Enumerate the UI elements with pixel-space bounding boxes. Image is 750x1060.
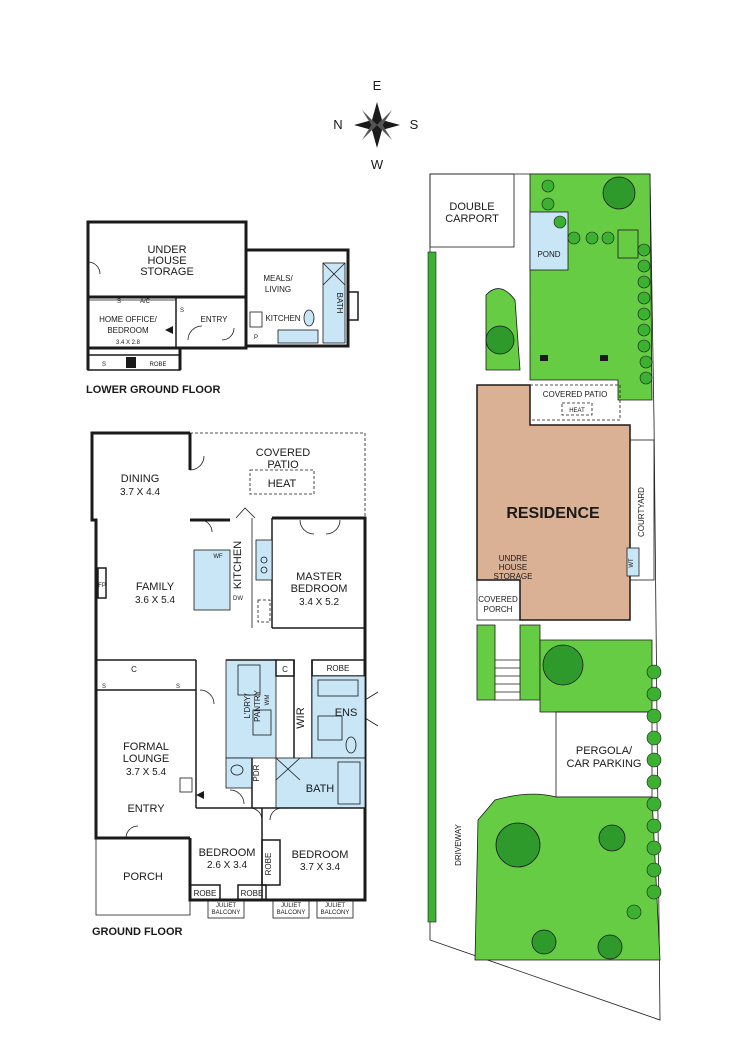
lower-s-label-2: S [180,308,184,314]
juliet-balcony-2-label-2: BALCONY [277,910,306,916]
juliet-balcony-1-label-1: JULIET [216,903,236,909]
courtyard-label: COURTYARD [637,487,646,537]
ground-bath-label: BATH [306,783,335,795]
lower-kitchen-label: KITCHEN [265,314,300,323]
ground-heat-label: HEAT [268,478,297,490]
laundry-pantry-label-1: L'DRY/ [243,693,252,719]
home-office-label-2: BEDROOM [107,326,149,335]
family-dimensions: 3.6 X 5.4 [135,595,175,606]
double-carport-label-2: CARPORT [445,213,499,225]
bedroom-3-dimensions: 3.7 X 3.4 [300,862,340,873]
compass-south: S [410,117,419,132]
under-house-storage-label-2: HOUSE [147,255,186,267]
wt-label: WT [629,558,635,568]
undre-house-storage-label-2: HOUSE [499,563,527,572]
bedroom-2-label: BEDROOM [199,847,256,859]
lower-s-label-3: S [102,362,106,368]
wir-label: WIR [295,707,307,728]
dining-dimensions: 3.7 X 4.4 [120,487,160,498]
driveway-label: DRIVEWAY [454,823,463,865]
ensuite-label: ENS [335,707,358,719]
lower-p-label: P [254,335,258,341]
master-bedroom-dimensions: 3.4 X 5.2 [299,597,339,608]
site-heat-label: HEAT [569,408,585,414]
lower-ground-floor-title: LOWER GROUND FLOOR [86,384,220,396]
bedroom-3-robe-label: ROBE [264,853,273,876]
meals-living-label-2: LIVING [265,285,291,294]
lower-robe-label: ROBE [149,362,166,368]
bedroom-2-robe-label: ROBE [194,889,217,898]
undre-house-storage-label-3: STORAGE [494,572,533,581]
powder-room-label: PDR [252,764,261,781]
juliet-balcony-3-label-1: JULIET [325,903,345,909]
covered-porch-label-2: PORCH [484,605,513,614]
compass-east: E [373,78,382,93]
lower-ground-floor-plan: UNDER HOUSE STORAGE MEALS/ LIVING BATH K… [86,220,359,396]
laundry-pantry-label-2: PANTRY [253,689,262,721]
dining-label: DINING [121,473,160,485]
formal-lounge-label-1: FORMAL [123,741,169,753]
undre-house-storage-label-1: UNDRE [499,554,527,563]
pond-label: POND [537,250,560,259]
ground-c-label-1: C [131,665,137,674]
covered-porch-label-1: COVERED [478,595,518,604]
site-plan: DOUBLE CARPORT POND COVERED PATIO HEAT R… [427,173,662,1021]
formal-lounge-label-2: LOUNGE [123,753,169,765]
lower-s-label-1: S [117,299,121,305]
juliet-balcony-1-label-2: BALCONY [212,910,241,916]
ground-s-label-1: S [102,684,106,690]
ground-c-label-2: C [282,665,288,674]
ground-floor-title: GROUND FLOOR [92,926,182,938]
covered-patio-label-2: PATIO [267,459,299,471]
bedroom-2-dimensions: 2.6 X 3.4 [207,860,247,871]
home-office-label-1: HOME OFFICE/ [99,315,158,324]
family-label: FAMILY [136,581,175,593]
meals-living-label-1: MEALS/ [263,274,293,283]
residence-label: RESIDENCE [506,505,600,522]
compass-north: N [333,117,342,132]
under-house-storage-label-1: UNDER [147,244,186,256]
pergola-label-1: PERGOLA/ [576,745,633,757]
ground-floor-plan: COVERED PATIO HEAT DINING 3.7 X 4.4 KITC… [90,431,379,938]
master-bedroom-label-2: BEDROOM [291,583,348,595]
ground-entry-label: ENTRY [127,803,165,815]
lower-entry-label: ENTRY [201,315,229,324]
ground-s-label-2: S [176,684,180,690]
juliet-balcony-3-label-2: BALCONY [321,910,350,916]
site-covered-patio-label: COVERED PATIO [543,390,608,399]
home-office-dimensions: 3.4 X 2.8 [116,340,141,346]
fp-label: FP [98,583,106,589]
under-house-storage-label-3: STORAGE [140,266,194,278]
bedroom-3-label: BEDROOM [292,849,349,861]
bedroom-robe-label: ROBE [241,889,264,898]
dw-label: DW [233,596,243,602]
compass-west: W [371,157,384,172]
covered-patio-label-1: COVERED [256,447,310,459]
master-bedroom-label-1: MASTER [296,571,342,583]
porch-label: PORCH [123,871,163,883]
lower-bath-label: BATH [335,293,344,314]
compass-rose: E N S W [333,78,418,172]
juliet-balcony-2-label-1: JULIET [281,903,301,909]
wm-label: WM [265,695,271,706]
lower-ac-label: A/C [140,299,151,305]
kitchen-label: KITCHEN [232,541,244,589]
double-carport-label-1: DOUBLE [449,201,494,213]
ground-robe-label: ROBE [327,664,350,673]
formal-lounge-dimensions: 3.7 X 5.4 [126,767,166,778]
pergola-label-2: CAR PARKING [567,758,642,770]
wf-label: WF [213,554,223,560]
